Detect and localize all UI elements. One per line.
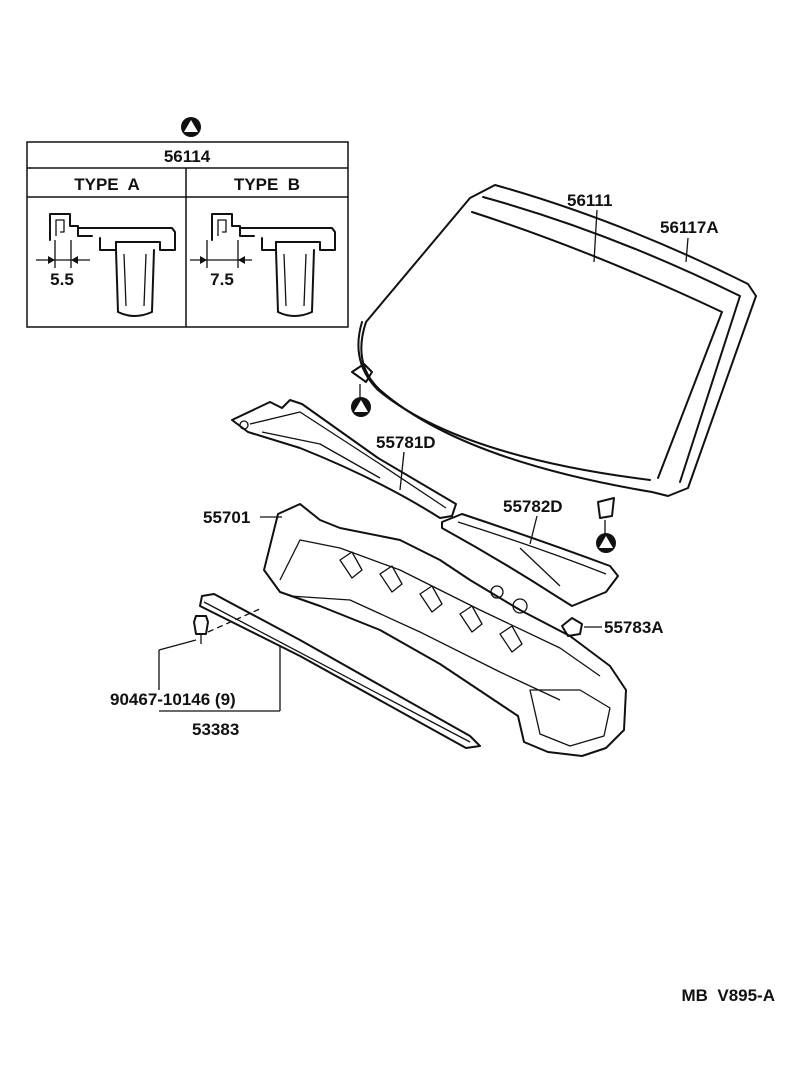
type-a-clip-drawing: 5.5 bbox=[36, 213, 176, 317]
diagram-code: MB V895-A bbox=[681, 986, 775, 1005]
part-55783a-label: 55783A bbox=[604, 618, 664, 637]
weatherstrip bbox=[199, 593, 481, 749]
clip-bolt bbox=[193, 607, 263, 644]
type-a-dimension: 5.5 bbox=[50, 270, 74, 289]
cowl-cap bbox=[561, 617, 583, 637]
windshield-glass bbox=[357, 184, 757, 497]
inset-part-number: 56114 bbox=[164, 147, 211, 166]
part-90467-label: 90467-10146 (9) bbox=[110, 690, 236, 709]
type-b-dimension: 7.5 bbox=[210, 270, 234, 289]
cowl-louver-right bbox=[441, 513, 619, 607]
left-clip bbox=[351, 363, 373, 417]
part-56117a-label: 56117A bbox=[660, 218, 719, 237]
right-clip bbox=[596, 497, 616, 553]
cowl-louver-left bbox=[231, 399, 457, 519]
part-55701-label: 55701 bbox=[203, 508, 250, 527]
type-a-label: TYPE A bbox=[74, 175, 140, 194]
type-b-clip-drawing: 7.5 bbox=[190, 213, 336, 317]
part-55782d-label: 55782D bbox=[503, 497, 563, 516]
part-56111-label: 56111 bbox=[567, 191, 612, 210]
part-53383-label: 53383 bbox=[192, 720, 239, 739]
part-55781d-label: 55781D bbox=[376, 433, 436, 452]
inset-panel: 56114 TYPE A TYPE B 5.5 bbox=[26, 117, 349, 328]
type-b-label: TYPE B bbox=[234, 175, 300, 194]
cowl-top-panel bbox=[263, 503, 627, 757]
